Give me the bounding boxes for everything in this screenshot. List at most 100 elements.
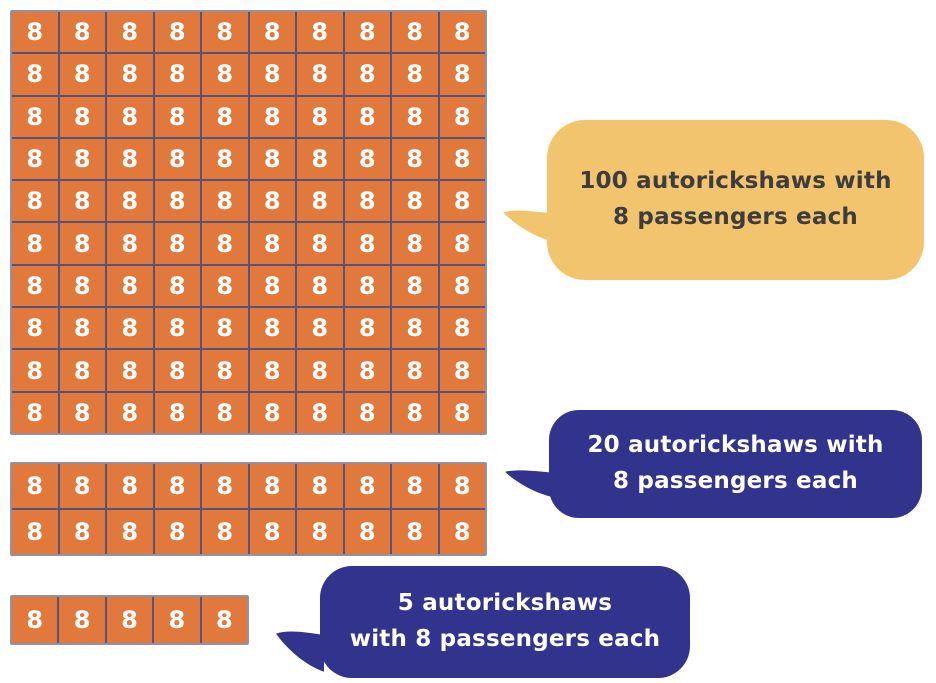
grid-cell: 8 <box>107 392 153 433</box>
grid-cell: 8 <box>344 223 390 264</box>
speech-bubble-100: 100 autorickshaws with 8 passengers each <box>503 120 924 280</box>
grid-cell: 8 <box>154 392 200 433</box>
grid-cell: 8 <box>249 510 295 554</box>
grid-cell: 8 <box>249 96 295 137</box>
grid-cell: 8 <box>154 12 200 53</box>
grid-cell: 8 <box>439 392 485 433</box>
grid-cell: 8 <box>12 392 58 433</box>
grid-cell: 8 <box>59 350 105 391</box>
grid-cell: 8 <box>439 54 485 95</box>
grid-cell: 8 <box>154 54 200 95</box>
grid-cell: 8 <box>107 223 153 264</box>
grid-cell: 8 <box>344 464 390 508</box>
grid-cell: 8 <box>154 265 200 307</box>
grid-cell: 8 <box>154 138 200 180</box>
grid-cell: 8 <box>344 308 390 349</box>
grid-cell: 8 <box>344 54 390 95</box>
grid-cell: 8 <box>439 308 485 349</box>
grid-cell: 8 <box>107 265 153 307</box>
grid-cell: 8 <box>392 12 438 53</box>
grid-cell: 8 <box>154 597 200 643</box>
grid-cell: 8 <box>297 265 343 307</box>
grid-cell: 8 <box>59 464 105 508</box>
grid-cell: 8 <box>249 350 295 391</box>
grid-cell: 8 <box>249 392 295 433</box>
grid-cell: 8 <box>202 265 248 307</box>
grid-cell: 8 <box>59 181 105 222</box>
bubble-20-line1: 20 autorickshaws with <box>587 432 884 459</box>
bubble-5-line2: with 8 passengers each <box>349 626 661 652</box>
grid-cell: 8 <box>297 392 343 433</box>
grid-cell: 8 <box>249 265 295 307</box>
grid-cell: 8 <box>344 96 390 137</box>
grid-cell: 8 <box>12 181 58 222</box>
grid-cell: 8 <box>392 265 438 307</box>
speech-bubble-tail-icon <box>276 631 324 672</box>
grid-cell: 8 <box>12 265 58 307</box>
grid-cell: 8 <box>202 138 248 180</box>
grid-cell: 8 <box>107 510 153 554</box>
grid-cell: 8 <box>392 510 438 554</box>
grid-cell: 8 <box>439 350 485 391</box>
bubble-100-line1: 100 autorickshaws with <box>579 168 892 195</box>
grid-cell: 8 <box>202 464 248 508</box>
grid-cell: 8 <box>344 12 390 53</box>
grid-cell: 8 <box>12 597 58 643</box>
grid-cell: 8 <box>202 308 248 349</box>
grid-cell: 8 <box>392 138 438 180</box>
grid-cell: 8 <box>59 138 105 180</box>
grid-cell: 8 <box>59 54 105 95</box>
grid-cell: 8 <box>297 464 343 508</box>
grid-cell: 8 <box>392 308 438 349</box>
grid-cell: 8 <box>107 350 153 391</box>
grid-cell: 8 <box>297 223 343 264</box>
grid-cell: 8 <box>249 223 295 264</box>
grid-cell: 8 <box>59 12 105 53</box>
grid-cell: 8 <box>202 223 248 264</box>
grid-cell: 8 <box>392 54 438 95</box>
grid-cell: 8 <box>12 96 58 137</box>
grid-cell: 8 <box>297 138 343 180</box>
grid-cell: 8 <box>107 12 153 53</box>
grid-cell: 8 <box>392 464 438 508</box>
grid-cell: 8 <box>12 350 58 391</box>
grid-cell: 8 <box>154 510 200 554</box>
grid-cell: 8 <box>202 96 248 137</box>
grid-cell: 8 <box>201 597 247 643</box>
grid-cell: 8 <box>106 597 153 643</box>
grid-cell: 8 <box>392 223 438 264</box>
grid-cell: 8 <box>12 54 58 95</box>
grid-cell: 8 <box>344 138 390 180</box>
grid-cell: 8 <box>439 12 485 53</box>
grid-cell: 8 <box>344 181 390 222</box>
grid-cell: 8 <box>107 54 153 95</box>
grid-cell: 8 <box>297 96 343 137</box>
bubble-100-line2: 8 passengers each <box>613 204 858 230</box>
grid-cell: 8 <box>392 392 438 433</box>
grid-cell: 8 <box>202 12 248 53</box>
grid-cell: 8 <box>344 350 390 391</box>
grid-cell: 8 <box>439 510 485 554</box>
grid-cell: 8 <box>154 181 200 222</box>
grid-cell: 8 <box>249 12 295 53</box>
grid-cell: 8 <box>107 181 153 222</box>
grid-cell: 8 <box>439 464 485 508</box>
grid-cell: 8 <box>12 223 58 264</box>
grid-cell: 8 <box>107 308 153 349</box>
grid-cell: 8 <box>107 96 153 137</box>
grid-cell: 8 <box>154 308 200 349</box>
grid-cell: 8 <box>344 265 390 307</box>
grid-cell: 8 <box>249 181 295 222</box>
grid-cell: 8 <box>59 265 105 307</box>
grid-cell: 8 <box>202 350 248 391</box>
grid-cell: 8 <box>297 181 343 222</box>
grid-cell: 8 <box>249 138 295 180</box>
grid-cell: 8 <box>297 12 343 53</box>
grid-cell: 8 <box>12 510 58 554</box>
grid-cell: 8 <box>12 308 58 349</box>
speech-bubble-tail-icon <box>503 210 551 241</box>
grid-cell: 8 <box>202 54 248 95</box>
